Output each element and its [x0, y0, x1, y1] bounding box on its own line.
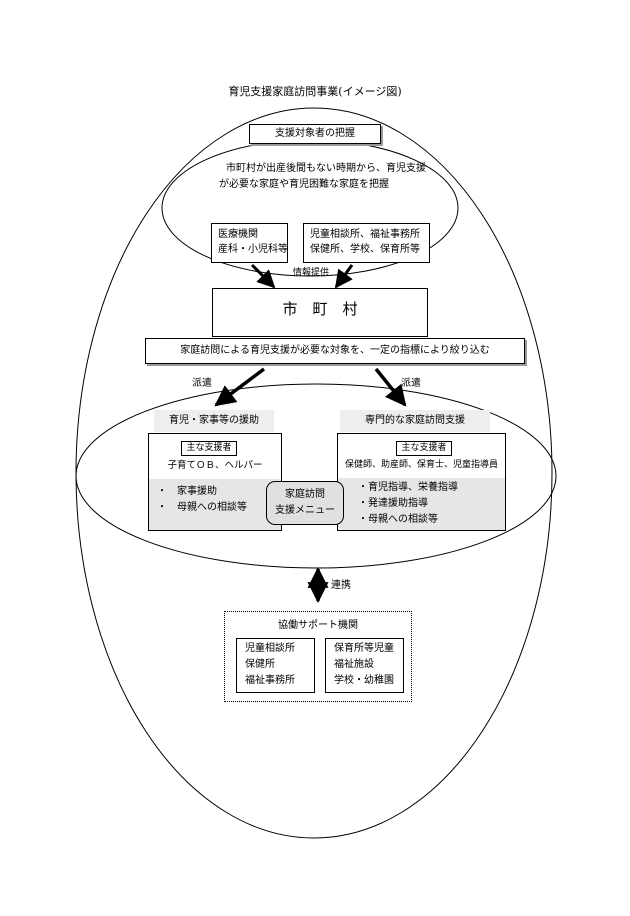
- narrow-down-text: 家庭訪問による育児支援が必要な対象を、一定の指標により絞り込む: [180, 345, 490, 356]
- municipality-box: 市 町 村: [212, 288, 428, 337]
- right-supporters: 保健師、助産師、保育士、児童指導員: [344, 460, 498, 470]
- dispatch-left-label: 派遣: [192, 378, 212, 389]
- grasp-desc-line1: 市町村が出産後間もない時期から、育児支援: [226, 163, 426, 174]
- menu-line2: 支援メニュー: [275, 505, 335, 516]
- support-org-left-2: 福祉事務所: [245, 675, 295, 686]
- left-item-1: ・ 母親への相談等: [157, 502, 247, 513]
- left-items-area: ・ 家事援助 ・ 母親への相談等: [149, 479, 281, 530]
- right-item-0: ・育児指導、栄養指導: [358, 482, 458, 493]
- narrow-down-box: 家庭訪問による育児支援が必要な対象を、一定の指標により絞り込む: [145, 338, 525, 364]
- arrow-dispatch-right: [374, 367, 407, 407]
- dispatch-right-label: 派遣: [401, 378, 421, 389]
- right-supporter-title: 主な支援者: [396, 441, 452, 456]
- right-items-area: ・育児指導、栄養指導 ・発達援助指導 ・母親への相談等: [338, 478, 505, 530]
- grasp-desc-line2: が必要な家庭や育児困難な家庭を把握: [219, 179, 389, 190]
- welfare-line2: 保健所、学校、保育所等: [310, 244, 420, 255]
- left-supporter-title: 主な支援者: [181, 441, 237, 456]
- support-org-left-0: 児童相談所: [245, 643, 295, 654]
- grasp-heading: 支援対象者の把握: [275, 128, 355, 139]
- medical-line1: 医療機関: [218, 229, 258, 240]
- arrow-medical-to-municipality: [250, 263, 276, 289]
- menu-line1: 家庭訪問: [285, 489, 325, 500]
- support-org-box: 協働サポート機関 児童相談所 保健所 福祉事務所 保育所等児童 福祉施設 学校・…: [224, 611, 412, 702]
- municipality-label: 市 町 村: [282, 300, 358, 318]
- support-org-heading: 協働サポート機関: [278, 620, 358, 631]
- support-org-right-0: 保育所等児童: [334, 643, 394, 654]
- support-org-right-2: 学校・幼稚園: [334, 675, 394, 686]
- cooperation-label: 連携: [331, 580, 351, 591]
- medical-institutions-box: 医療機関 産科・小児科等: [211, 223, 288, 263]
- left-supporters: 子育てＯＢ、ヘルパー: [167, 460, 263, 471]
- right-panel-heading: 専門的な家庭訪問支援: [340, 410, 490, 432]
- left-item-0: ・ 家事援助: [157, 486, 217, 497]
- right-item-1: ・発達援助指導: [358, 498, 428, 509]
- right-panel: 主な支援者 保健師、助産師、保育士、児童指導員 ・育児指導、栄養指導 ・発達援助…: [337, 433, 506, 531]
- support-org-left-1: 保健所: [245, 659, 275, 670]
- arrow-dispatch-left: [214, 367, 266, 407]
- welfare-institutions-box: 児童相談所、福祉事務所 保健所、学校、保育所等: [303, 223, 430, 263]
- welfare-line1: 児童相談所、福祉事務所: [310, 229, 420, 240]
- medical-line2: 産科・小児科等: [218, 244, 288, 255]
- info-provision-label: 情報提供: [293, 268, 330, 278]
- left-panel-heading: 育児・家事等の援助: [154, 410, 274, 432]
- diagram-title: 育児支援家庭訪問事業(イメージ図): [228, 85, 402, 98]
- support-org-right-box: 保育所等児童 福祉施設 学校・幼稚園: [325, 638, 404, 693]
- support-org-left-box: 児童相談所 保健所 福祉事務所: [236, 638, 315, 693]
- right-item-2: ・母親への相談等: [358, 514, 438, 525]
- support-menu-pill: 家庭訪問 支援メニュー: [266, 481, 344, 525]
- arrow-welfare-to-municipality: [334, 264, 354, 289]
- support-org-right-1: 福祉施設: [334, 659, 374, 670]
- left-panel: 主な支援者 子育てＯＢ、ヘルパー ・ 家事援助 ・ 母親への相談等: [148, 433, 282, 531]
- grasp-heading-box: 支援対象者の把握: [249, 124, 381, 144]
